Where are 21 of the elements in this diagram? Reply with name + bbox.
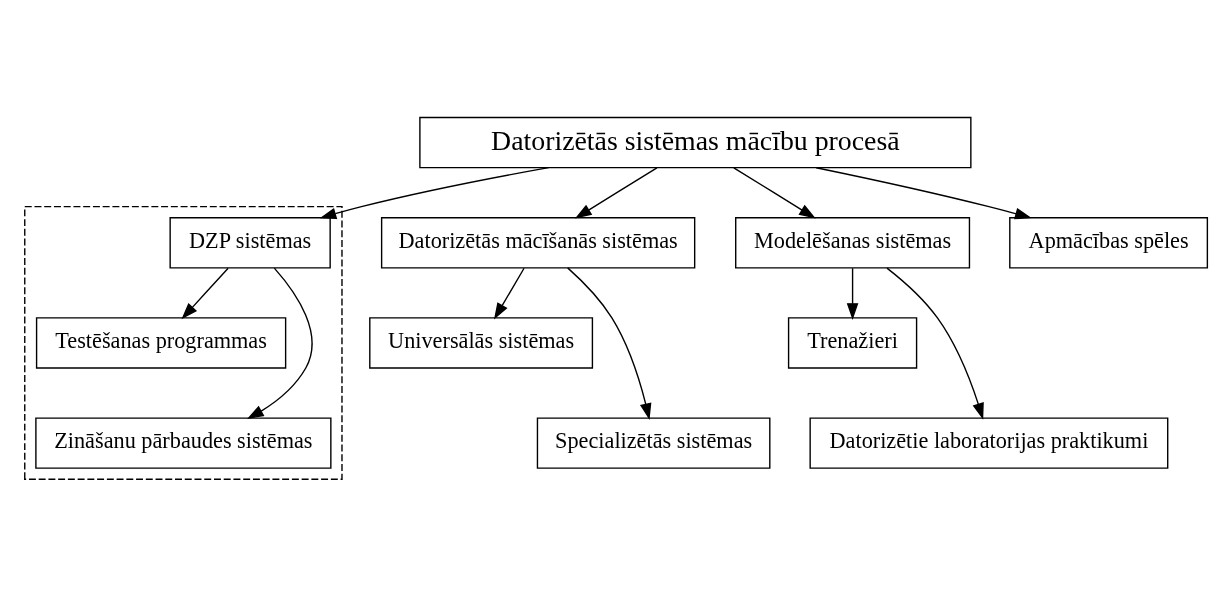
node-box: Zināšanu pārbaudes sistēmas [35,417,332,469]
arrow [319,166,550,220]
node-box: Modelēšanas sistēmas [735,217,971,269]
arrow [815,167,1032,220]
node-box: Specializētās sistēmas [536,417,771,469]
arrow [181,267,229,320]
node-box: Datorizētās mācīšanās sistēmas [380,217,696,269]
arrow [846,267,859,320]
arrow [886,267,984,420]
arrow [574,167,658,219]
arrow [247,267,313,420]
node-box: Universālās sistēmas [369,317,594,369]
node-box: Apmācības spēles [1009,217,1209,269]
node-box: Testēšanas programmas [35,317,287,369]
node-box: Trenažieri [787,317,918,369]
arrow [567,267,652,421]
arrow [494,267,525,320]
arrow [733,167,816,219]
node-box: Datorizētās sistēmas mācību procesā [419,116,972,169]
node-box: DZP sistēmas [169,217,331,269]
node-box: Datorizētie laboratorijas praktikumi [809,417,1169,469]
